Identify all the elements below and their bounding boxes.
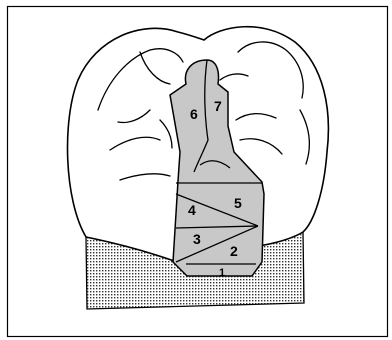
region-label-1: 1 xyxy=(219,267,225,279)
region-label-5: 5 xyxy=(234,195,242,211)
region-label-2: 2 xyxy=(230,243,238,259)
region-label-4: 4 xyxy=(188,202,196,218)
region-label-6: 6 xyxy=(190,106,198,122)
region-label-3: 3 xyxy=(193,231,201,247)
region-label-7: 7 xyxy=(214,98,222,114)
